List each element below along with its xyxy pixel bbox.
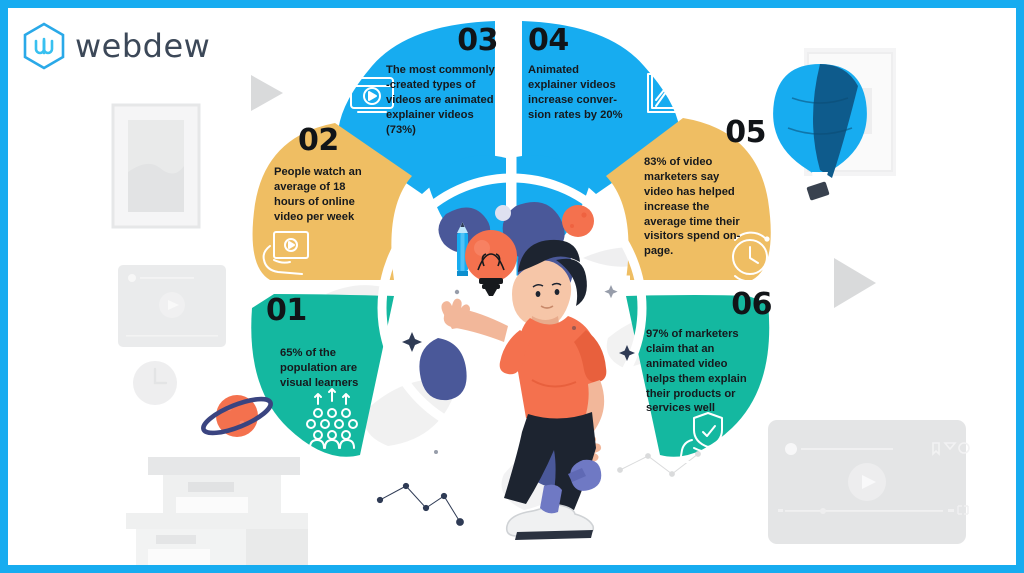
petal-text-02: People watch an average of 18 hours of o… xyxy=(274,166,362,223)
petal-02[interactable]: 02 People watch an average of 18 hours o… xyxy=(274,126,402,225)
petal-number-04: 04 xyxy=(528,23,569,58)
petal-06[interactable]: 06 97% of marketers claim that an animat… xyxy=(646,287,773,416)
petal-shape-01 xyxy=(251,294,394,457)
petal-05[interactable]: 05 83% of video marketers say video has … xyxy=(644,115,767,259)
petal-shape-05 xyxy=(606,118,771,280)
w-hexagon-icon xyxy=(22,22,66,70)
brand-name: webdew xyxy=(75,27,211,65)
petal-shape-03 xyxy=(338,21,495,194)
petal-shape-06 xyxy=(626,295,770,457)
petal-number-02: 02 xyxy=(298,123,339,158)
petal-text-04: Animated explainer videos increase conve… xyxy=(528,64,623,121)
petal-number-03: 03 xyxy=(457,23,498,58)
petal-03[interactable]: 03 The most commonly -created types of v… xyxy=(346,23,499,137)
petal-text-layer: 01 65% of the population are visual lear… xyxy=(8,8,1016,565)
petal-number-01: 01 xyxy=(266,293,307,328)
petal-text-05: 83% of video marketers say video has hel… xyxy=(644,156,741,258)
petal-text-06: 97% of marketers claim that an animated … xyxy=(646,328,747,415)
white-canvas: 01 65% of the population are visual lear… xyxy=(8,8,1016,565)
petal-number-05: 05 xyxy=(725,115,766,150)
petal-04[interactable]: 04 Animated explainer videos increase co… xyxy=(528,26,650,123)
petal-01[interactable]: 01 65% of the population are visual lear… xyxy=(266,296,384,391)
petal-number-06: 06 xyxy=(731,287,772,322)
petal-text-01: 65% of the population are visual learner… xyxy=(280,347,359,389)
petal-text-03: The most commonly -created types of vide… xyxy=(386,64,495,136)
brand-logo[interactable]: webdew xyxy=(22,22,210,70)
